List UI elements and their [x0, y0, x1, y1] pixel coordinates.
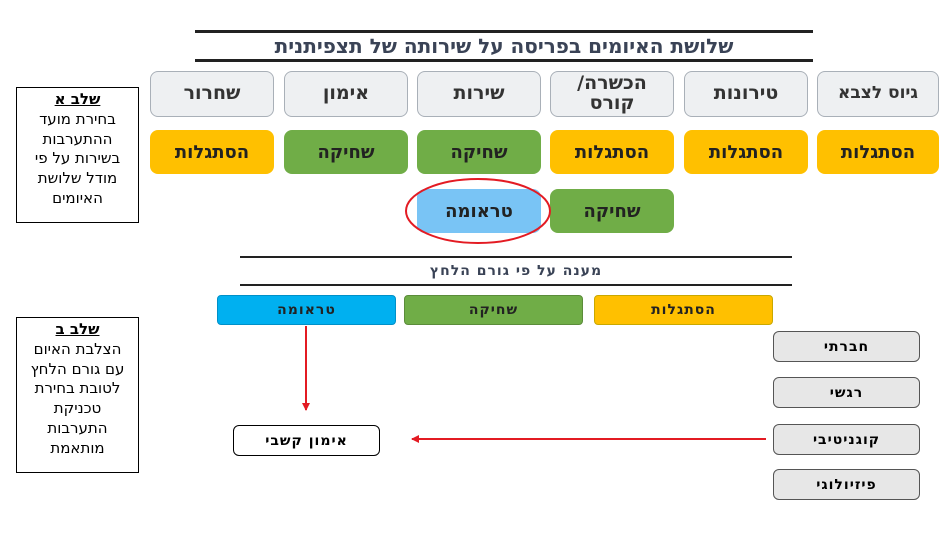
step-b-line: לטובת בחירת [34, 379, 121, 398]
step-b-box: שלב ב הצלבת האיום עם גורם הלחץ לטובת בחי… [16, 317, 139, 473]
technique-mindfulness-training: אימון קשבי [233, 425, 380, 456]
threat-adjustment-enlistment: הסתגלות [817, 130, 939, 174]
step-a-line: האיומים [52, 188, 103, 207]
stressor-social: חברתי [773, 331, 920, 362]
step-a-line: בחירת מועד [39, 109, 116, 128]
threat-burnout-course: שחיקה [550, 189, 674, 233]
step-b-heading: שלב ב [55, 320, 100, 338]
step-b-line: התערבות [47, 418, 108, 437]
threat-adjustment-release: הסתגלות [150, 130, 274, 174]
stage-course: הכשרה/ קורס [550, 71, 674, 117]
bar-trauma: טראומה [217, 295, 396, 325]
stressor-emotional: רגשי [773, 377, 920, 408]
step-b-line: מותאמת [50, 438, 105, 457]
threat-burnout-service: שחיקה [417, 130, 541, 174]
threat-trauma-service: טראומה [417, 189, 541, 233]
threat-burnout-training: שחיקה [284, 130, 408, 174]
stage-basic-training: טירונות [684, 71, 808, 117]
step-a-line: מודל שלושת [37, 169, 118, 188]
step-b-line: הצלבת האיום [33, 339, 122, 358]
step-a-line: בשירות על פי [34, 149, 121, 168]
step-a-line: ההתערבות [42, 129, 113, 148]
step-a-box: שלב א בחירת מועד ההתערבות בשירות על פי מ… [16, 87, 139, 223]
stressor-cognitive: קוגניטיבי [773, 424, 920, 455]
stage-service: שירות [417, 71, 541, 117]
step-b-line: עם גורם הלחץ [30, 359, 125, 378]
stage-enlistment: גיוס לצבא [817, 71, 939, 117]
stage-release: שחרור [150, 71, 274, 117]
threat-adjustment-basic-training: הסתגלות [684, 130, 808, 174]
stressor-physiological: פיזיולוגי [773, 469, 920, 500]
stage-training: אימון [284, 71, 408, 117]
response-subtitle: מענה על פי גורם הלחץ [240, 256, 792, 286]
diagram-title: שלושת האיומים בפריסה על שירותה של תצפיתנ… [195, 30, 813, 62]
bar-burnout: שחיקה [404, 295, 583, 325]
threat-adjustment-course: הסתגלות [550, 130, 674, 174]
step-a-heading: שלב א [54, 90, 101, 108]
bar-adjustment: הסתגלות [594, 295, 773, 325]
trauma-highlight-circle [405, 178, 551, 244]
step-b-line: טכניקת [53, 399, 102, 418]
